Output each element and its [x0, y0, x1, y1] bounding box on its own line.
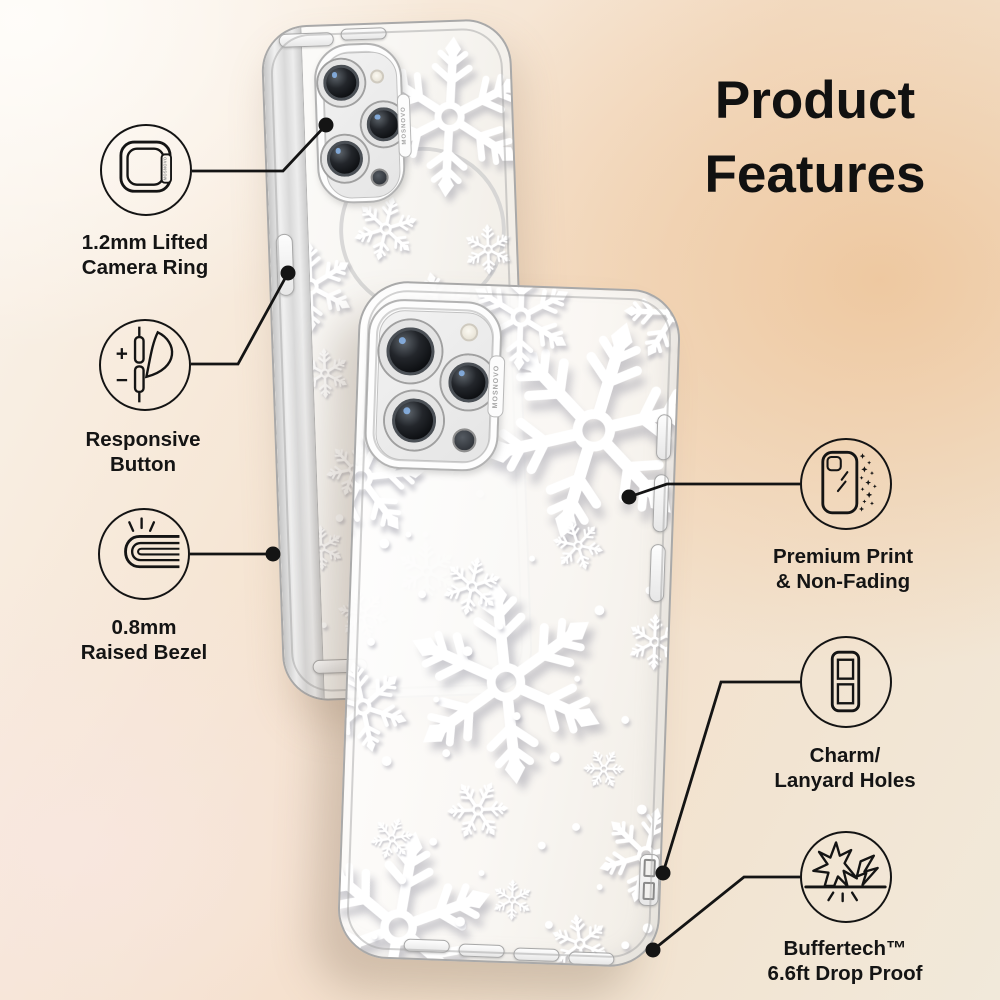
callout-circle-premium-print [800, 438, 892, 530]
bottom-edge-cutout [568, 951, 615, 966]
phone-case-front: MOSNOVO [336, 279, 682, 969]
impact-burst [812, 841, 859, 888]
feature-label-premium-print: Premium Print & Non-Fading [772, 545, 914, 593]
impact-ticks [827, 891, 859, 903]
feature-label-lanyard-holes: Charm/ Lanyard Holes [774, 744, 916, 792]
lanyard-hole [642, 881, 656, 901]
callout-circle-drop-proof [800, 831, 892, 923]
impact-shard [855, 854, 879, 887]
snowflake-pattern [338, 282, 679, 967]
camera-ring-icon: MOSNOVO [119, 140, 172, 193]
feature-label-camera-ring: 1.2mm Lifted Camera Ring [81, 231, 209, 279]
side-button [275, 233, 295, 297]
brand-tab: MOSNOVO [487, 355, 506, 418]
minus-glyph: − [116, 369, 128, 392]
callout-circle-camera-ring: MOSNOVO [100, 124, 192, 216]
feature-label-responsive-button: Responsive Button [85, 428, 201, 476]
title-line-1: Product [714, 71, 916, 130]
callout-circle-raised-bezel [98, 508, 190, 600]
bottom-edge-cutout [458, 943, 505, 959]
bottom-edge-cutout [513, 947, 560, 962]
volume-button-cover [648, 543, 666, 603]
lanyard-holes [638, 853, 661, 907]
top-edge-cutout [340, 27, 387, 41]
snow-dots [367, 531, 654, 950]
brand-text: MOSNOVO [400, 106, 408, 145]
premium-print-icon [821, 450, 877, 515]
title-line-2: Features [704, 145, 926, 204]
top-edge-cutout [278, 32, 335, 48]
plus-glyph: + [116, 343, 128, 366]
bottom-edge-cutout [403, 938, 450, 954]
volume-button-cover [652, 473, 670, 533]
callout-circle-lanyard-holes [800, 636, 892, 728]
camera-module: MOSNOVO [363, 297, 506, 473]
silent-switch-cover [655, 414, 673, 461]
callout-circle-responsive-button: + − [99, 319, 191, 411]
feature-label-drop-proof: Buffertech™ 6.6ft Drop Proof [767, 937, 923, 985]
lanyard-holes-icon [830, 650, 861, 713]
drop-proof-icon [804, 841, 887, 903]
responsive-button-icon: + − [116, 326, 174, 403]
brand-tab: MOSNOVO [396, 93, 412, 158]
brand-text: MOSNOVO [163, 156, 168, 180]
raised-bezel-icon [124, 517, 180, 569]
product-title: Product Features [640, 64, 990, 212]
sparkles [859, 453, 877, 512]
finger-press-shape [144, 330, 174, 379]
brand-text: MOSNOVO [492, 364, 501, 409]
feature-label-raised-bezel: 0.8mm Raised Bezel [80, 616, 208, 664]
lanyard-hole [643, 858, 656, 878]
camera-module: MOSNOVO [312, 41, 412, 205]
